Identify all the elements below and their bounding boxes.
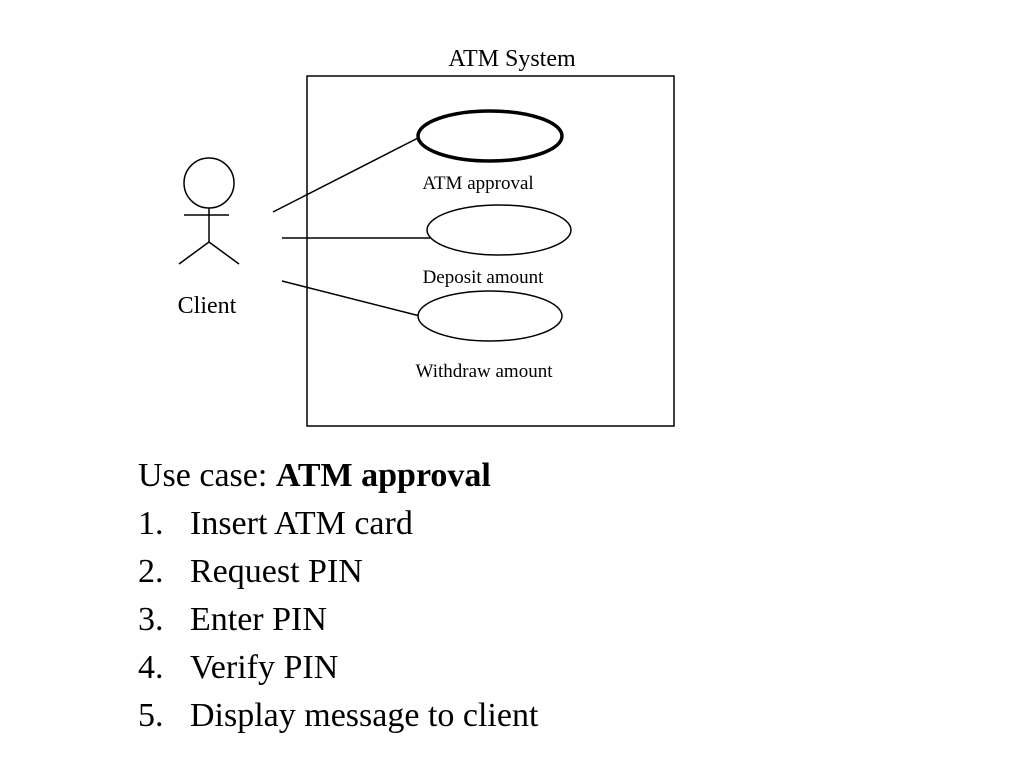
step-item: 3. Enter PIN xyxy=(138,596,838,644)
use-case-withdraw-label: Withdraw amount xyxy=(416,361,554,382)
step-item: 4. Verify PIN xyxy=(138,644,838,692)
step-number: 2. xyxy=(138,553,164,590)
association-withdraw xyxy=(281,280,421,317)
use-case-approval xyxy=(416,109,564,163)
system-title: ATM System xyxy=(448,46,576,72)
use-case-heading: Use case: ATM approval xyxy=(138,452,838,500)
use-case-description: Use case: ATM approval 1. Insert ATM car… xyxy=(138,452,838,740)
use-case-deposit xyxy=(426,204,572,256)
step-number: 3. xyxy=(138,601,164,638)
step-number: 5. xyxy=(138,697,164,734)
step-text: Insert ATM card xyxy=(190,505,413,542)
step-number: 4. xyxy=(138,649,164,686)
actor-label: Client xyxy=(178,293,237,319)
use-case-withdraw xyxy=(417,290,563,342)
use-case-heading-name: ATM approval xyxy=(275,457,491,494)
use-case-heading-prefix: Use case: xyxy=(138,457,276,494)
step-item: 1. Insert ATM card xyxy=(138,500,838,548)
step-text: Request PIN xyxy=(190,553,363,590)
use-case-steps: 1. Insert ATM card 2. Request PIN 3. Ent… xyxy=(138,500,838,740)
step-item: 2. Request PIN xyxy=(138,548,838,596)
step-text: Verify PIN xyxy=(190,649,339,686)
step-text: Display message to client xyxy=(190,697,539,734)
actor-head xyxy=(183,157,235,209)
system-boundary xyxy=(306,75,675,427)
actor-left-leg xyxy=(178,241,210,265)
use-case-diagram: ATM System Client ATM approval Deposit a… xyxy=(178,46,675,427)
use-case-deposit-label: Deposit amount xyxy=(423,267,545,288)
use-case-approval-label: ATM approval xyxy=(422,173,533,194)
association-approval xyxy=(272,137,419,213)
actor-figure xyxy=(178,157,240,265)
step-number: 1. xyxy=(138,505,164,542)
actor-right-leg xyxy=(208,241,240,265)
step-text: Enter PIN xyxy=(190,601,327,638)
step-item: 5. Display message to client xyxy=(138,692,838,740)
